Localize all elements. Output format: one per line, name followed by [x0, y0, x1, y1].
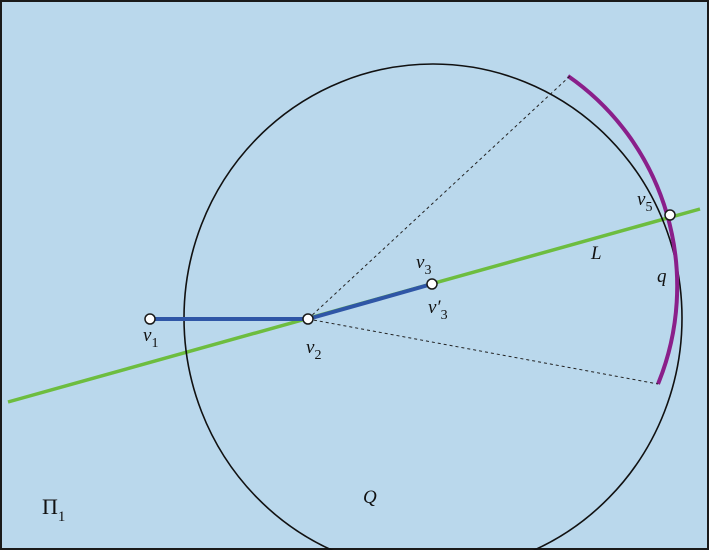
vertex-v2 — [302, 313, 314, 325]
label-v3-prime: v′3 — [428, 297, 448, 323]
vertex-v5 — [664, 209, 676, 221]
path-segment-v2-v3 — [307, 282, 433, 321]
dashed-ray-lower — [307, 318, 659, 385]
label-circle-Q: Q — [363, 487, 377, 508]
label-v2: v2 — [306, 337, 321, 363]
vertex-v1 — [144, 313, 156, 325]
label-v5: v5 — [637, 189, 652, 215]
label-v3: v3 — [416, 252, 431, 278]
vertex-v3 — [426, 278, 438, 290]
label-plane: Π1 — [42, 494, 65, 525]
label-line-L: L — [590, 243, 602, 264]
label-arc-q: q — [657, 266, 667, 287]
label-v1: v1 — [143, 325, 158, 351]
